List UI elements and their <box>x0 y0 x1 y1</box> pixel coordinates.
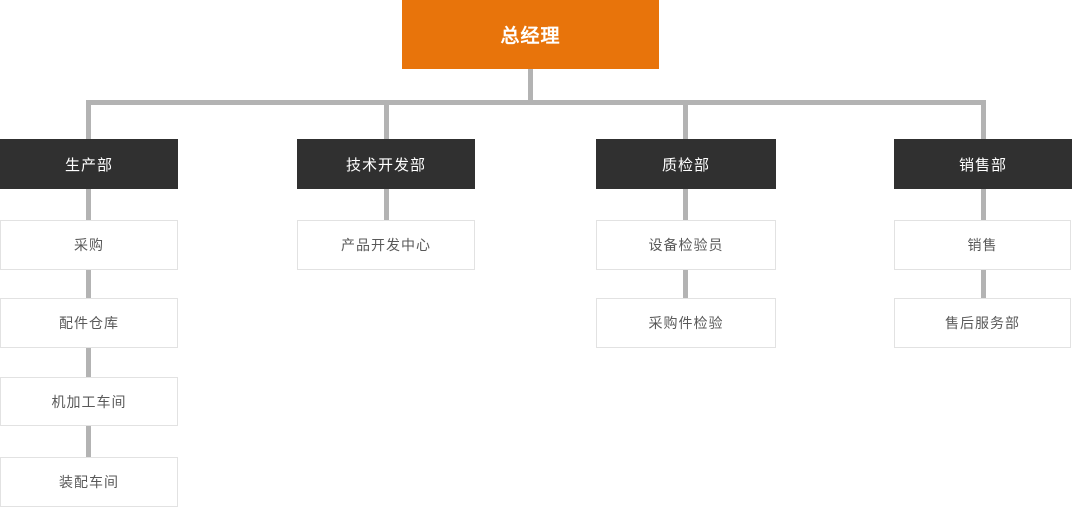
org-node-after-sales-service: 售后服务部 <box>894 298 1071 348</box>
connector-col4-2 <box>981 270 986 298</box>
connector-drop-qc <box>683 100 688 139</box>
connector-col3-1 <box>683 189 688 220</box>
connector-col2-1 <box>384 189 389 220</box>
org-node-dept-sales: 销售部 <box>894 139 1072 189</box>
org-node-dept-production: 生产部 <box>0 139 178 189</box>
org-node-general-manager: 总经理 <box>402 0 659 69</box>
org-node-parts-warehouse: 配件仓库 <box>0 298 178 348</box>
connector-horizontal-rail <box>86 100 986 105</box>
connector-col3-2 <box>683 270 688 298</box>
connector-col1-1 <box>86 189 91 220</box>
connector-drop-tech <box>384 100 389 139</box>
org-node-purchased-parts-inspection: 采购件检验 <box>596 298 776 348</box>
org-node-dept-tech-development: 技术开发部 <box>297 139 475 189</box>
connector-col4-1 <box>981 189 986 220</box>
org-node-equipment-inspector: 设备检验员 <box>596 220 776 270</box>
connector-col1-3 <box>86 348 91 377</box>
connector-drop-production <box>86 100 91 139</box>
org-node-dept-quality-inspection: 质检部 <box>596 139 776 189</box>
org-node-machining-workshop: 机加工车间 <box>0 377 178 426</box>
connector-root-stub <box>528 69 533 102</box>
org-node-assembly-workshop: 装配车间 <box>0 457 178 507</box>
connector-col1-2 <box>86 270 91 298</box>
org-node-product-dev-center: 产品开发中心 <box>297 220 475 270</box>
org-node-sales: 销售 <box>894 220 1071 270</box>
connector-drop-sales <box>981 100 986 139</box>
org-node-procurement: 采购 <box>0 220 178 270</box>
connector-col1-4 <box>86 426 91 457</box>
